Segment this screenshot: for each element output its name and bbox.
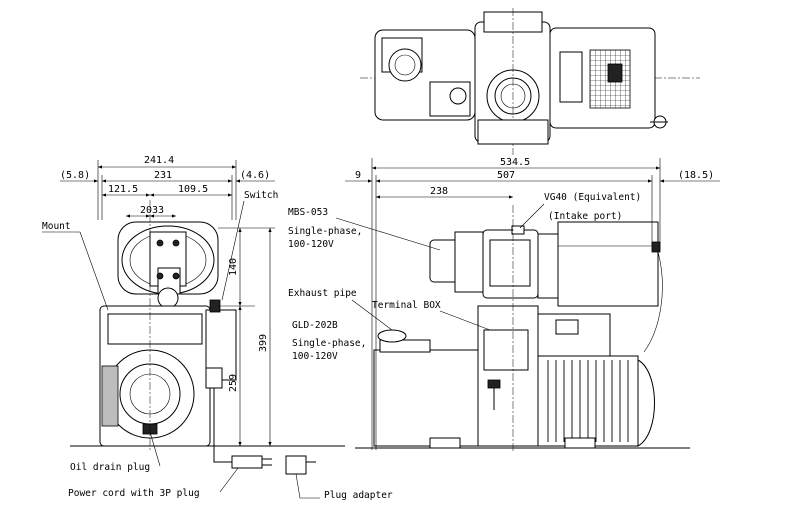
side-dim-507-label: 507 xyxy=(497,170,515,181)
front-power-cord xyxy=(213,388,232,463)
oil-drain-plug-label: Oil drain plug xyxy=(70,462,150,473)
mount-label: Mount xyxy=(42,221,71,232)
side-pump-main xyxy=(477,305,539,447)
top-terminal-box xyxy=(559,51,583,103)
front-dim-140-label: 140 xyxy=(228,258,239,276)
side-cord-gland xyxy=(487,379,501,389)
top-port-circle xyxy=(449,87,467,105)
front-dim-right-offset-label: (4.6) xyxy=(240,170,270,181)
front-view: 241.4 231 (5.8) (4.6) 121.5 109.5 2033 xyxy=(42,155,393,501)
gauge-power-label-2: 100-120V xyxy=(288,239,334,250)
pump-power-label-2: 100-120V xyxy=(292,351,338,362)
pump-power-label-1: Single-phase, xyxy=(292,338,366,349)
exhaust-pipe-label: Exhaust pipe xyxy=(288,288,357,299)
oil-drain-leader xyxy=(149,431,161,467)
front-gauge-bolt-2 xyxy=(172,239,180,247)
front-pump-top-block xyxy=(107,313,203,345)
front-intake-ring xyxy=(157,287,179,309)
side-view: 534.5 507 9 (18.5) 238 VG40 (Equivalent)… xyxy=(288,157,720,452)
top-gauge-dial xyxy=(388,48,422,82)
front-dim-241-label: 241.4 xyxy=(144,155,174,166)
side-pump-head-inner xyxy=(489,239,531,287)
exhaust-leader xyxy=(351,299,393,331)
side-exhaust-cap xyxy=(377,329,407,343)
front-dim-259-label: 259 xyxy=(228,374,239,392)
side-dim-507 xyxy=(345,175,720,450)
switch-leader xyxy=(221,200,245,301)
front-3p-plug xyxy=(231,455,263,469)
side-power-cable xyxy=(643,251,663,353)
side-dim-left-offset-label: 9 xyxy=(355,170,361,181)
side-coupling xyxy=(537,233,559,299)
front-adapter-lead xyxy=(295,473,320,499)
side-foot-right xyxy=(564,437,596,449)
front-dim-241 xyxy=(97,160,237,220)
side-switch-face xyxy=(555,319,579,335)
side-foot-left xyxy=(429,437,461,449)
switch-label: Switch xyxy=(244,190,278,201)
top-motor-label xyxy=(607,63,623,83)
top-pump-base xyxy=(477,119,549,145)
terminal-box-label: Terminal BOX xyxy=(372,300,441,311)
side-dim-534-label: 534.5 xyxy=(500,157,530,168)
front-oil-window xyxy=(101,365,119,427)
front-gauge-bolt-3 xyxy=(156,272,164,280)
side-intake-port xyxy=(511,225,525,235)
front-gauge-bolt-4 xyxy=(172,272,180,280)
side-motor-top xyxy=(557,221,659,307)
intake-flange-label: VG40 (Equivalent) xyxy=(544,192,641,203)
front-dim-left-offset-label: (5.8) xyxy=(60,170,90,181)
top-view xyxy=(360,8,700,155)
front-gauge-bolt-1 xyxy=(156,239,164,247)
side-terminal-box xyxy=(483,329,529,371)
side-motor-cap xyxy=(651,241,661,253)
power-cord-label: Power cord with 3P plug xyxy=(68,488,200,499)
front-dim-109-label: 109.5 xyxy=(178,184,208,195)
front-dim-vertical xyxy=(218,227,275,446)
front-cord-gland xyxy=(205,367,223,389)
intake-leader xyxy=(519,203,545,229)
front-dim-231 xyxy=(60,175,275,220)
plug-adapter-label: Plug adapter xyxy=(324,490,393,501)
power-cord-leader xyxy=(219,467,239,493)
terminal-leader xyxy=(439,310,491,331)
side-exhaust-port xyxy=(379,339,431,353)
mount-leader xyxy=(79,231,109,311)
side-gauge-body xyxy=(454,231,484,293)
side-dim-238-label: 238 xyxy=(430,186,448,197)
front-dim-399-label: 399 xyxy=(258,334,269,352)
side-fan-cover xyxy=(637,359,655,447)
side-dim-534 xyxy=(371,158,661,450)
front-dim-231-label: 231 xyxy=(154,170,172,181)
gauge-leader xyxy=(335,217,441,251)
top-gauge-dial-inner xyxy=(394,54,416,76)
front-plug-adapter xyxy=(285,455,307,475)
side-motor-fins xyxy=(547,360,629,442)
side-dim-right-offset-label: (18.5) xyxy=(678,170,714,181)
side-oil-case xyxy=(373,349,479,447)
intake-port-label: (Intake port) xyxy=(548,211,622,222)
gauge-power-label-1: Single-phase, xyxy=(288,226,362,237)
front-dim-121-label: 121.5 xyxy=(108,184,138,195)
front-dim-2033-label: 2033 xyxy=(140,205,164,216)
pump-model-label: GLD-202B xyxy=(292,320,338,331)
gauge-model-label: MBS-053 xyxy=(288,207,328,218)
